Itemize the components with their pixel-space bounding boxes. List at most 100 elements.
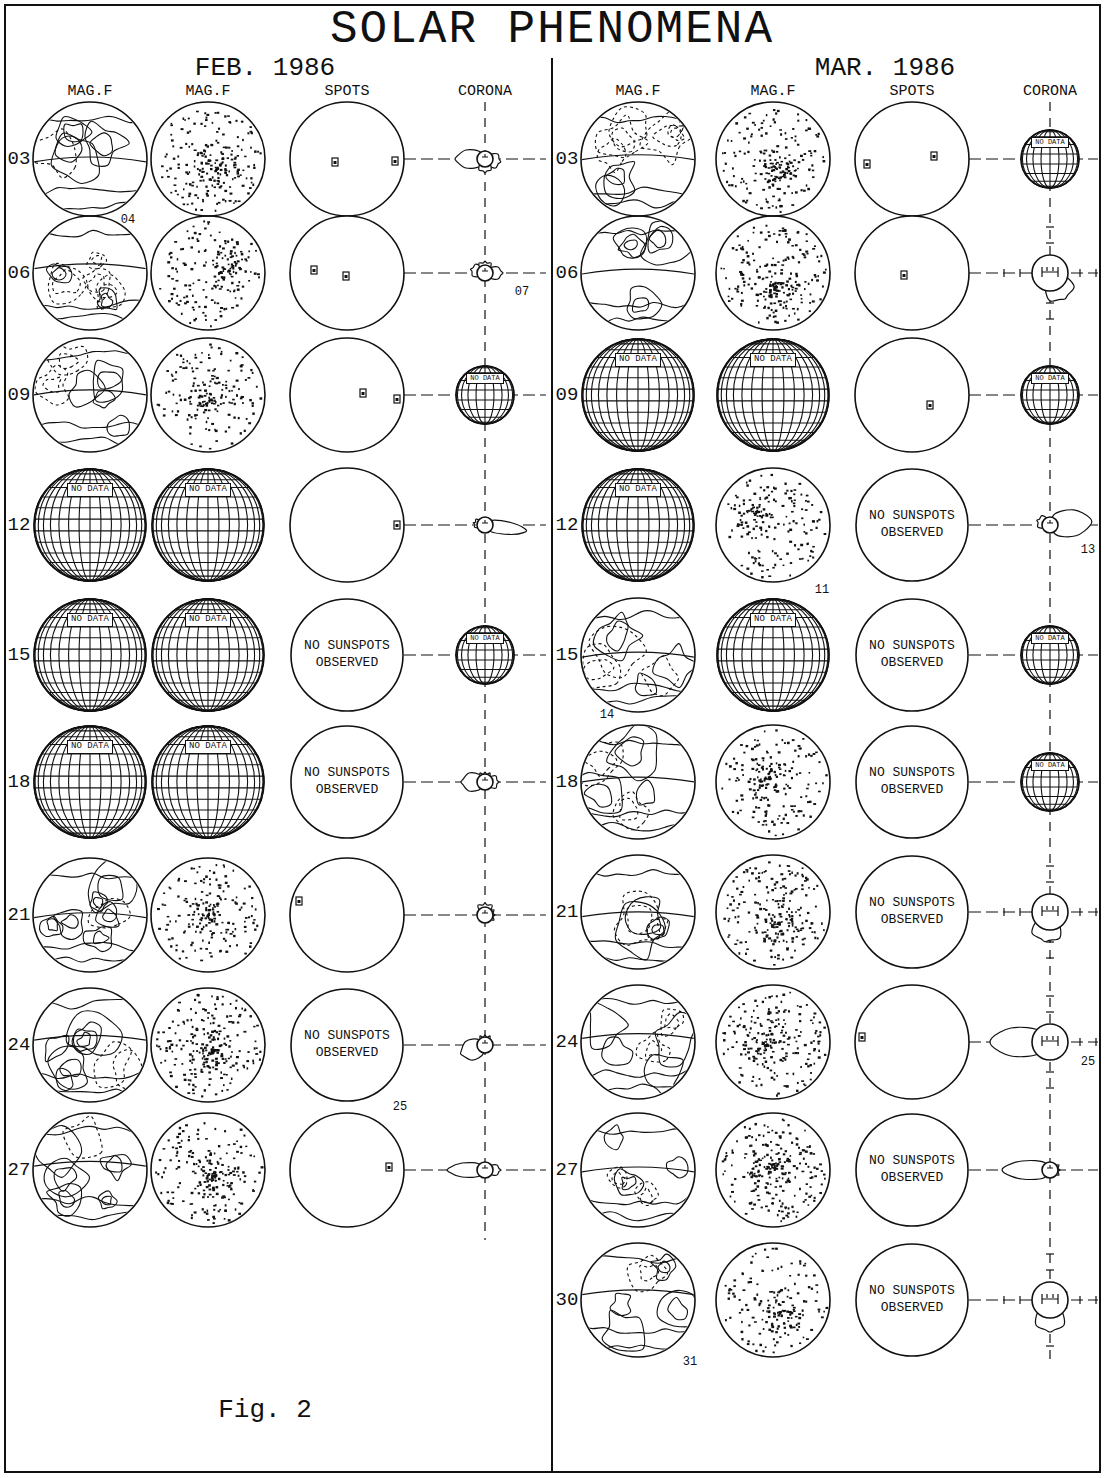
field-dot [825,269,827,271]
field-dot [211,933,213,935]
field-dot [230,402,233,404]
solar-disk [477,774,493,790]
field-dot [779,303,781,305]
field-dot [208,400,210,402]
field-dot [229,200,232,202]
field-dot [198,402,200,404]
field-dot [749,278,751,280]
contour-line [615,737,644,766]
field-dot [199,923,201,925]
field-dot [233,162,236,164]
field-dot [191,867,193,869]
field-dot [771,309,773,311]
field-dot [782,171,784,173]
field-dot [182,367,185,369]
field-dot [259,1058,261,1060]
field-dot [206,117,208,119]
field-dot [748,141,750,143]
field-dot [801,302,803,304]
equator-line [581,912,695,917]
field-dot [203,179,205,181]
field-dot [234,157,236,159]
contour-line [615,902,665,961]
field-dot [812,170,814,172]
field-dot [768,179,771,181]
field-dot [183,262,186,264]
field-dot [806,184,808,186]
field-dot [732,167,734,169]
field-dot [781,161,784,163]
field-dot [183,900,185,902]
field-dot [203,404,205,406]
field-dot [752,253,754,255]
field-dot [753,513,755,515]
field-dot [232,267,234,269]
field-dot [206,1175,208,1177]
field-dot [173,184,176,186]
field-dot [210,956,213,958]
field-dot [248,916,250,918]
field-dot [222,278,225,280]
field-dot [249,126,251,128]
field-dot [168,1027,171,1029]
field-dot [234,164,237,166]
field-dot [791,245,793,247]
field-dot [219,311,221,313]
field-dot [234,289,236,291]
field-dot [209,892,211,894]
field-dot [775,289,778,291]
field-dot [751,287,753,289]
field-dot [197,871,199,873]
field-dot [773,166,776,168]
field-dot [774,272,776,274]
field-dot [757,294,759,296]
field-dot [788,258,790,260]
field-dot [157,404,160,406]
field-dot [801,298,803,300]
field-dot [231,159,234,161]
field-dot [200,880,202,882]
field-dot [237,260,240,262]
field-dot [204,1181,207,1183]
field-dot [225,172,227,174]
field-dot [778,200,781,202]
field-dot [235,1000,237,1002]
field-dot [203,150,205,152]
field-dot [201,1071,204,1073]
contour-line [106,1156,122,1172]
field-dot [194,1172,196,1174]
field-dot [209,1189,212,1191]
field-dot [808,128,810,130]
field-dot [236,255,238,257]
field-dot [247,165,250,167]
field-dot [236,1151,239,1153]
field-dot [208,1184,211,1186]
field-dot [204,125,206,127]
field-dot [218,128,220,130]
field-dot [161,1176,163,1178]
field-dot [205,403,208,405]
field-dot [185,143,187,145]
field-dot [779,164,781,166]
field-dot [225,1174,227,1176]
contour-line [671,128,682,137]
field-dot [243,1066,245,1068]
field-dot [222,1184,224,1186]
field-dot [194,165,196,167]
magnetogram-dots [722,109,825,213]
field-dot [224,1038,226,1040]
contour-line [581,810,689,817]
field-dot [236,395,238,397]
field-dot [251,905,253,907]
contour-line [66,1011,122,1055]
field-dot [243,1135,245,1137]
field-dot [177,1025,179,1027]
field-dot [236,305,239,307]
contour-line [33,188,141,195]
field-dot [180,399,182,401]
field-dot [216,263,218,265]
magnetogram-disk [581,985,695,1099]
field-dot [228,1199,230,1201]
magnetogram-disk [581,1243,695,1357]
field-dot [206,393,208,395]
